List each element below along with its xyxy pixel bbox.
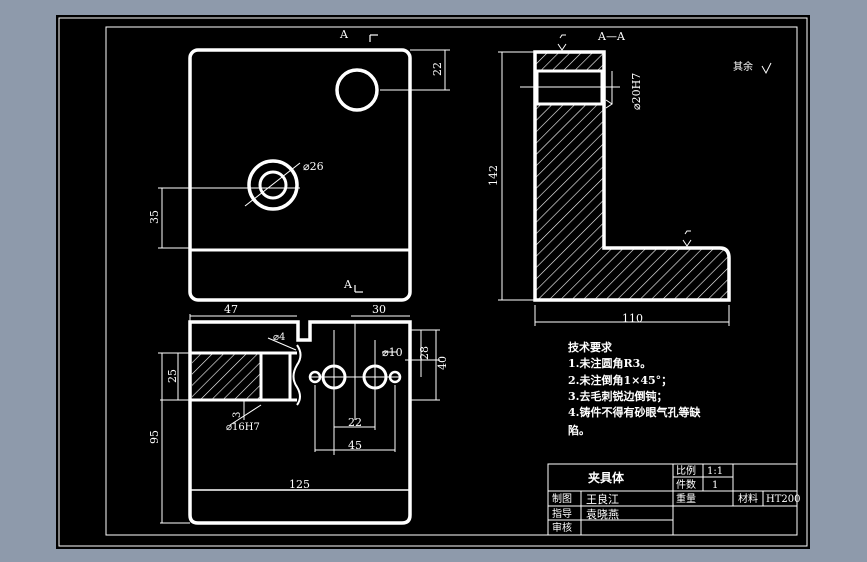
sheet-inner-frame bbox=[105, 26, 798, 536]
section-marker-top: A bbox=[339, 28, 349, 41]
title-part-name: 夹具体 bbox=[588, 470, 625, 485]
dim-top-left-height: 25 bbox=[166, 369, 179, 383]
title-qty-value: 1 bbox=[712, 480, 718, 491]
dim-top-spacing: 22 bbox=[348, 416, 362, 429]
dim-side-height: 142 bbox=[487, 165, 500, 186]
tech-note-line: 1.未注圆角R3。 bbox=[568, 356, 651, 370]
dim-top-total: 125 bbox=[289, 478, 310, 491]
section-marker-bottom: A bbox=[343, 278, 353, 291]
dim-top-bore: ⌀16H7 bbox=[226, 422, 260, 433]
tech-note-line: 陷。 bbox=[568, 423, 590, 437]
dim-top-span: 45 bbox=[348, 439, 362, 452]
title-guide-name: 袁晓燕 bbox=[586, 508, 619, 521]
tech-notes: 技术要求 1.未注圆角R3。 2.未注倒角1×45°； 3.去毛刺锐边倒钝； 4… bbox=[568, 340, 701, 437]
title-guide-label: 指导 bbox=[552, 507, 572, 520]
title-review-label: 审核 bbox=[552, 521, 572, 534]
dim-top-depth: 95 bbox=[148, 430, 161, 444]
dim-top-right-width: 30 bbox=[372, 303, 386, 316]
title-drawn-name: 王良江 bbox=[586, 492, 619, 506]
dim-front-top-offset: 22 bbox=[431, 62, 444, 76]
tech-note-line: 4.铸件不得有砂眼气孔等缺 bbox=[568, 405, 701, 419]
dim-top-step: 28 bbox=[418, 346, 431, 360]
front-view bbox=[158, 34, 450, 302]
tech-note-line: 2.未注倒角1×45°； bbox=[568, 373, 672, 387]
dim-top-height: 40 bbox=[436, 356, 449, 370]
tech-note-line: 3.去毛刺锐边倒钝； bbox=[568, 389, 667, 403]
title-block bbox=[547, 463, 798, 536]
title-drawn-label: 制图 bbox=[552, 492, 572, 505]
dim-side-length: 110 bbox=[622, 312, 643, 325]
dim-front-hole-height: 35 bbox=[148, 210, 161, 224]
sheet-outer-frame bbox=[58, 17, 808, 547]
title-material-label: 材料 bbox=[738, 492, 758, 505]
section-view-dims bbox=[498, 34, 772, 326]
tech-note-heading: 技术要求 bbox=[568, 340, 613, 354]
dim-front-hole: ⌀26 bbox=[303, 160, 324, 173]
title-weight-label: 重量 bbox=[676, 492, 696, 505]
top-view bbox=[158, 314, 440, 525]
dim-top-small: 3 bbox=[232, 412, 243, 418]
dim-top-left-width: 47 bbox=[224, 303, 238, 316]
title-qty-label: 件数 bbox=[676, 478, 696, 491]
title-material-value: HT200 bbox=[766, 494, 800, 505]
dim-top-hole: ⌀10 bbox=[382, 346, 403, 359]
dim-side-bore: ⌀20H7 bbox=[630, 73, 643, 110]
title-scale-value: 1:1 bbox=[707, 466, 723, 477]
title-scale-label: 比例 bbox=[676, 464, 696, 477]
dim-top-small-hole: ⌀4 bbox=[273, 332, 285, 343]
surface-finish-note: 其余 bbox=[733, 60, 753, 73]
section-title: A—A bbox=[597, 30, 626, 43]
